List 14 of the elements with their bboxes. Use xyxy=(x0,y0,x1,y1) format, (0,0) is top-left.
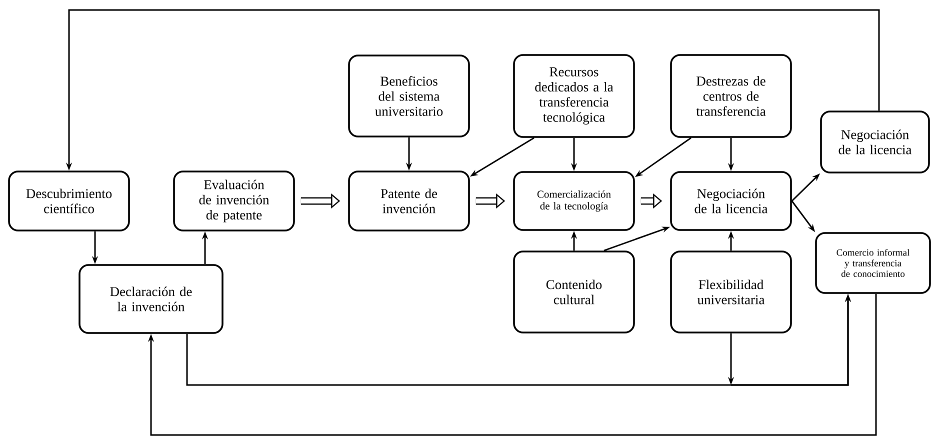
process-box: Comercio informal y transferencia de conocimiento xyxy=(815,232,931,294)
process-box: Contenido cultural xyxy=(513,250,635,334)
process-box: Comercialización de la tecnología xyxy=(513,171,635,231)
process-box: Destrezas de centros de transferencia xyxy=(670,54,792,138)
process-box: Evaluación de invención de patente xyxy=(173,170,295,232)
process-box: Flexibilidad universitaria xyxy=(670,250,792,334)
process-box: Negociación de la licencia xyxy=(820,110,930,174)
process-box: Negociación de la licencia xyxy=(670,171,792,231)
arrow xyxy=(148,294,877,436)
process-box: Descubrimiento científico xyxy=(8,170,130,232)
process-box: Declaración de la invención xyxy=(78,264,224,334)
process-box: Recursos dedicados a la transferencia tecnológica xyxy=(513,54,635,138)
process-box: Beneficios del sistema universitario xyxy=(348,54,470,138)
process-box: Patente de invención xyxy=(348,170,470,232)
